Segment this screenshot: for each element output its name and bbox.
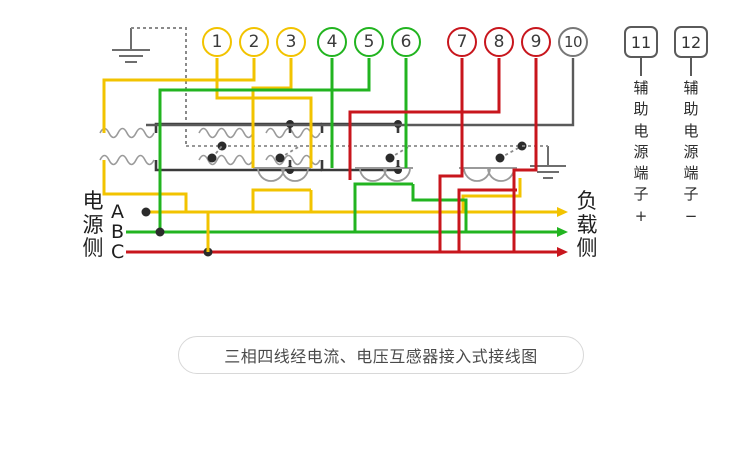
- ct-earth-dashed-chain: [186, 141, 527, 163]
- wire-phase-b-to-ct: [353, 182, 468, 232]
- terminal-7[interactable]: 7: [447, 27, 477, 57]
- aux-terminal-11-label: 11: [630, 32, 652, 52]
- wire-terminal-9-red: [512, 58, 538, 252]
- wire-phase-c-to-ct: [457, 188, 517, 252]
- wire-phase-a-ct-right-riser: [461, 178, 522, 212]
- terminal-2[interactable]: 2: [239, 27, 269, 57]
- terminal-8[interactable]: 8: [484, 27, 514, 57]
- terminal-4-label: 4: [326, 32, 338, 52]
- wire-terminal-7-red: [438, 58, 464, 252]
- junction-dot: [141, 207, 151, 217]
- terminal-6[interactable]: 6: [391, 27, 421, 57]
- terminal-9[interactable]: 9: [521, 27, 551, 57]
- wire-terminal-1-yellow: [215, 58, 313, 168]
- wire-phase-b-line: [126, 227, 568, 237]
- terminal-3-label: 3: [285, 32, 297, 52]
- wire-phase-c-line: [126, 247, 568, 257]
- terminal-3[interactable]: 3: [276, 27, 306, 57]
- diagram-caption: 三相四线经电流、电压互感器接入式接线图: [178, 336, 584, 374]
- voltage-transformer-coils-upper: [99, 127, 321, 139]
- wire-terminal-3-yellow: [251, 58, 293, 168]
- terminal-8-label: 8: [493, 32, 505, 52]
- terminal-10[interactable]: 10: [558, 27, 588, 57]
- current-transformer-phase-c: [459, 167, 517, 182]
- terminal-2-label: 2: [248, 32, 260, 52]
- phase-label-b: B: [111, 221, 125, 243]
- aux-terminal-12-description: 辅 助 电 源 端 子 −: [683, 79, 699, 225]
- aux-terminal-12-label: 12: [680, 32, 702, 52]
- aux-terminal-11[interactable]: 11: [624, 26, 658, 58]
- wire-phase-a-to-ct: [251, 188, 313, 212]
- wire-vt-a-secondary-yellow: [102, 160, 188, 212]
- terminal-1[interactable]: 1: [202, 27, 232, 57]
- aux-terminal-12[interactable]: 12: [674, 26, 708, 58]
- terminal-4[interactable]: 4: [317, 27, 347, 57]
- wire-terminal-5-green: [158, 58, 371, 232]
- wire-phase-a-line: [146, 207, 568, 217]
- wire-terminal-2-yellow: [102, 58, 256, 133]
- ground-dashed-line-left: [131, 27, 187, 146]
- terminal-7-label: 7: [456, 32, 468, 52]
- terminal-1-label: 1: [211, 32, 223, 52]
- junction-dot: [155, 227, 165, 237]
- phase-label-a: A: [111, 201, 124, 223]
- terminal-9-label: 9: [530, 32, 542, 52]
- wire-terminal-8-red: [348, 58, 501, 150]
- load-side-label: 负 载 侧: [576, 189, 598, 261]
- terminal-5-label: 5: [363, 32, 375, 52]
- ground-symbol-right: [522, 145, 566, 179]
- source-side-label: 电 源 侧: [82, 189, 104, 261]
- phase-label-c: C: [111, 241, 125, 263]
- aux-terminal-11-description: 辅 助 电 源 端 子 +: [633, 79, 649, 225]
- current-transformer-phase-a: [253, 167, 311, 182]
- terminal-5[interactable]: 5: [354, 27, 384, 57]
- current-transformer-phase-b: [355, 167, 413, 182]
- terminal-6-label: 6: [400, 32, 412, 52]
- ground-symbol-left: [112, 28, 150, 63]
- neutral-wire-terminal-10: [146, 58, 575, 127]
- terminal-10-label: 10: [563, 33, 583, 51]
